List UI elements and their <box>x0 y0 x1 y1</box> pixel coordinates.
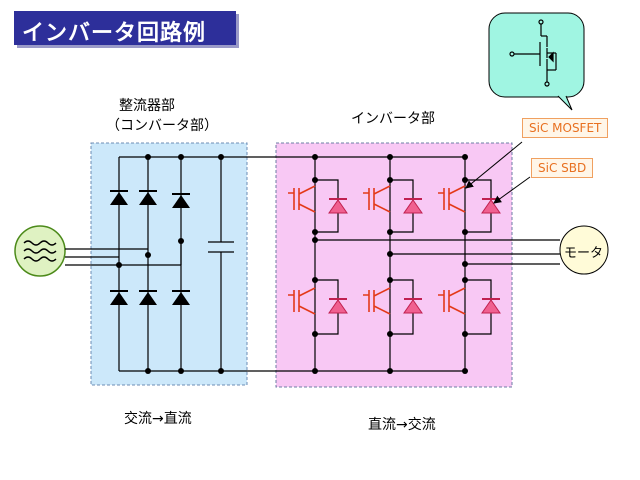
diode-icon <box>481 299 501 314</box>
mosfet-icon <box>509 19 557 87</box>
sic-sbd-diodes <box>328 198 501 314</box>
igbt-icon <box>288 287 316 315</box>
diode-icon <box>139 192 157 205</box>
diode-icon <box>481 199 501 214</box>
diode-icon <box>403 299 423 314</box>
diode-icon <box>172 292 190 305</box>
ac-source-sine-icon <box>14 225 66 277</box>
slide-title-banner: インバータ回路例 <box>14 11 236 46</box>
converter-section-box <box>90 142 248 386</box>
rectifier-diodes <box>110 190 190 305</box>
diode-icon <box>110 292 128 305</box>
diode-icon <box>328 199 348 214</box>
converter-label-line2: （コンバータ部） <box>106 118 218 134</box>
inverter-flow-label: 直流→交流 <box>368 417 436 433</box>
igbt-icon <box>363 287 391 315</box>
sic-mosfet-switches <box>288 185 466 315</box>
diode-icon <box>110 192 128 205</box>
diode-icon <box>403 199 423 214</box>
mosfet-pointer-arrow <box>465 141 523 189</box>
mosfet-callout-bubble <box>488 12 585 111</box>
motor-circle-icon <box>559 225 609 275</box>
sic-sbd-callout: SiC SBD <box>531 158 594 178</box>
diode-icon <box>172 195 190 208</box>
igbt-icon <box>438 287 466 315</box>
converter-flow-label: 交流→直流 <box>124 411 192 427</box>
sbd-pointer-arrow <box>493 176 531 204</box>
sic-mosfet-callout: SiC MOSFET <box>522 118 609 138</box>
diode-icon <box>139 292 157 305</box>
junction-dots <box>116 154 468 374</box>
igbt-icon <box>438 185 466 213</box>
slide-title: インバータ回路例 <box>22 21 207 46</box>
igbt-icon <box>363 185 391 213</box>
motor-label: モータ <box>564 246 604 261</box>
diode-icon <box>328 299 348 314</box>
converter-label-line1: 整流器部 <box>119 98 175 114</box>
igbt-icon <box>288 185 316 213</box>
inverter-label: インバータ部 <box>351 111 435 127</box>
